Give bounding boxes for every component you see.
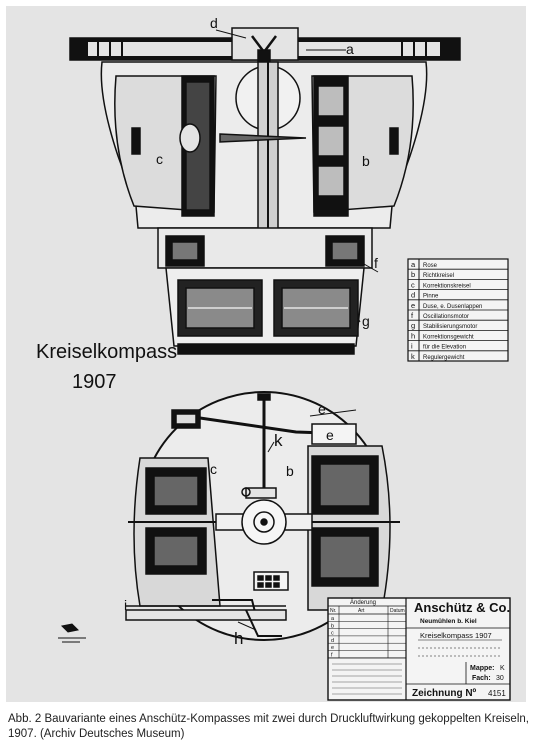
change-row-letter: c <box>331 631 334 637</box>
figure-caption: Abb. 2 Bauvariante eines Anschütz-Kompas… <box>8 713 529 740</box>
scale-mark <box>58 623 86 643</box>
col-no: Nr. <box>330 608 336 614</box>
label-e-box: e <box>326 427 334 443</box>
legend-key: b <box>411 270 415 279</box>
legend-text: Korrektionskreisel <box>423 283 471 289</box>
drawing-number-value: 4151 <box>488 689 506 698</box>
legend-text: Pinne <box>423 294 439 300</box>
legend-key: f <box>411 311 414 320</box>
label-c: c <box>156 151 163 167</box>
legend-key: g <box>411 321 415 330</box>
col-date: Datum <box>390 608 405 614</box>
label-k: k <box>274 431 283 450</box>
compass-side-section <box>69 27 461 355</box>
legend-text: Richtkreisel <box>423 273 454 279</box>
mappe-label: Mappe: <box>470 665 495 672</box>
plan-view-part-labels: e e k c b i h <box>124 401 334 648</box>
label-i: i <box>124 597 127 613</box>
change-row-letter: e <box>331 645 334 651</box>
legend-key: k <box>411 352 415 361</box>
fach-value: 30 <box>496 675 504 682</box>
change-row-letter: b <box>331 623 334 629</box>
label-e: e <box>318 401 326 417</box>
drawing-name: Kreiselkompass 1907 <box>420 631 492 640</box>
legend-key: d <box>411 291 415 300</box>
fach-label: Fach: <box>472 675 491 682</box>
label-b: b <box>362 153 370 169</box>
legend-key: e <box>411 301 415 310</box>
drawing-number-label: Zeichnung Nº <box>412 688 477 699</box>
legend-key: i <box>411 342 413 351</box>
company-location: Neumühlen b. Kiel <box>420 618 477 625</box>
label-c-plan: c <box>210 461 217 477</box>
label-h: h <box>234 629 243 648</box>
label-b-plan: b <box>286 463 294 479</box>
legend-text: Duse, e. Dusenlappen <box>423 304 482 310</box>
legend-text: Korrektionsgewicht <box>423 334 474 340</box>
mappe-value: K <box>500 665 505 672</box>
legend-key: c <box>411 280 415 289</box>
label-a: a <box>346 41 354 57</box>
company-name: Anschütz & Co. <box>414 600 510 615</box>
change-row-letter: a <box>331 616 335 622</box>
change-header: Änderung <box>350 599 376 606</box>
legend-key: a <box>411 260 416 269</box>
compass-plan-view <box>125 391 400 641</box>
legend-text: Oscillationsmotor <box>423 314 469 320</box>
legend-text: Rose <box>423 263 438 269</box>
drawing-title-line1: Kreiselkompass <box>36 341 177 363</box>
legend-text: Regulergewicht <box>423 355 465 361</box>
label-g: g <box>362 313 370 329</box>
change-row-letter: f <box>331 653 333 659</box>
side-section-part-labels: d a c b f g <box>156 15 378 329</box>
legend-text: für die Elevation <box>423 345 466 351</box>
legend-text: Stabilisierungsmotor <box>423 324 477 330</box>
label-d: d <box>210 15 218 31</box>
label-f: f <box>374 255 378 271</box>
drawing-title-line2: 1907 <box>72 371 117 393</box>
parts-legend: a Rose b Richtkreisel c Korrektionskreisel d Pi… <box>407 258 509 362</box>
legend-key: h <box>411 331 415 340</box>
col-art: Art <box>358 608 365 614</box>
change-row-letter: d <box>331 638 334 644</box>
